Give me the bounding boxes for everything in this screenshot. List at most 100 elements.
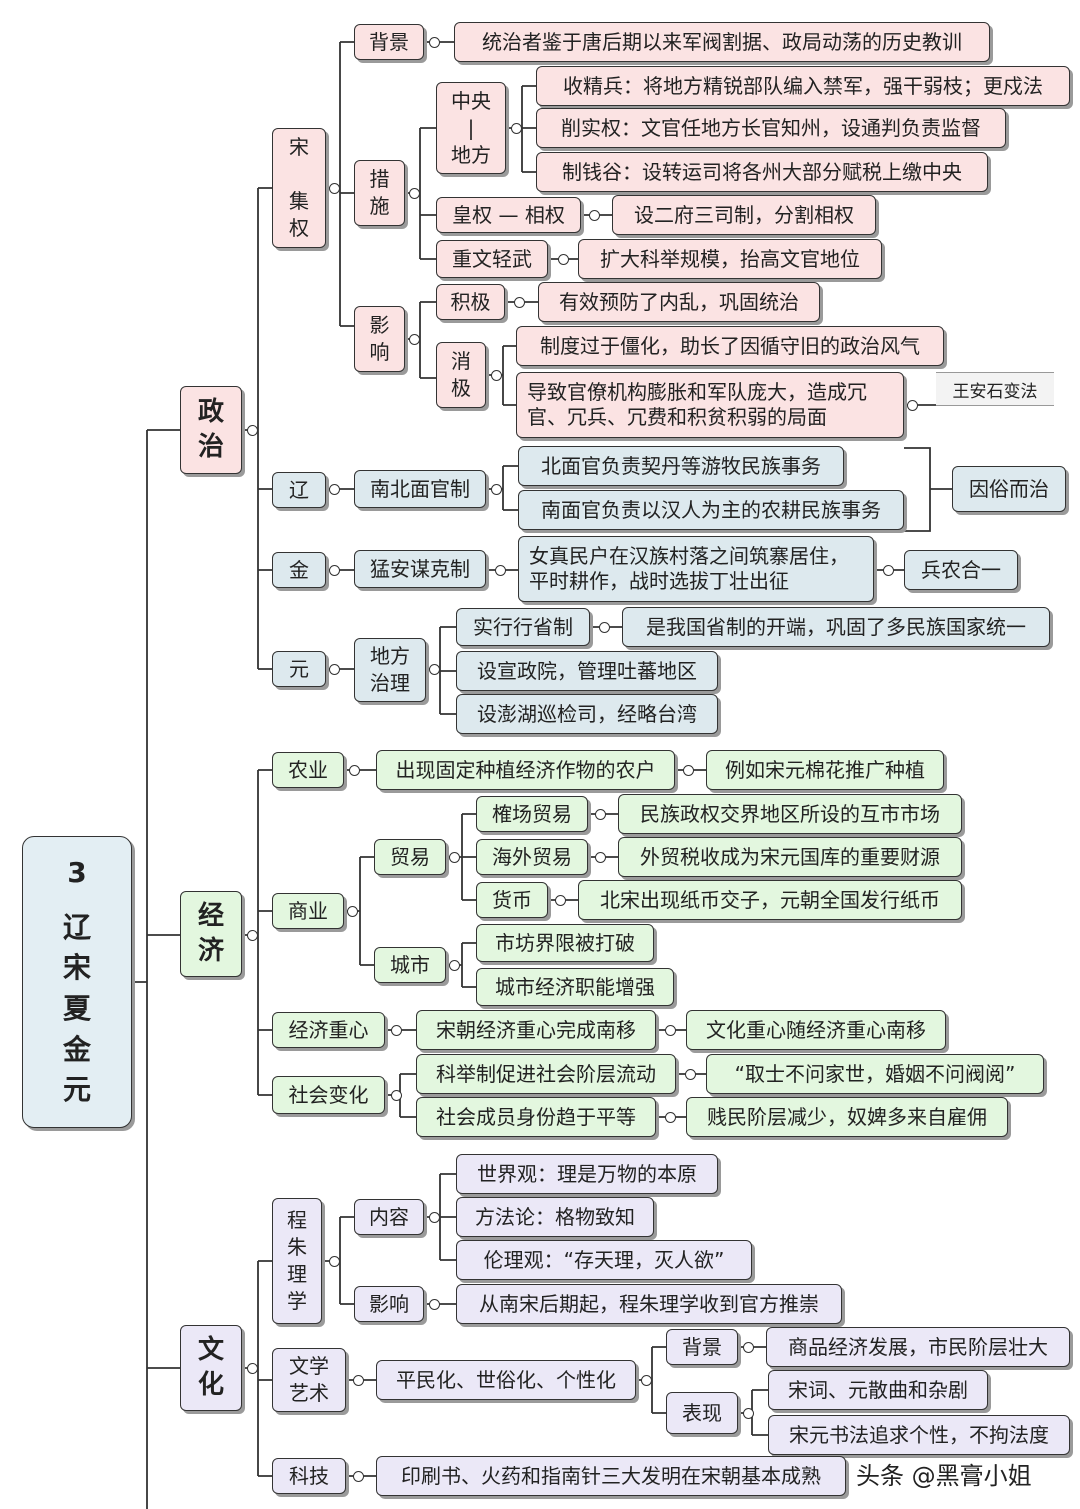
connector-dot — [246, 929, 258, 941]
trade-currency: 货币 — [476, 882, 548, 918]
connector-dot — [390, 1024, 402, 1036]
agriculture-text: 出现固定种植经济作物的农户 — [376, 750, 675, 790]
connector-dot — [490, 369, 502, 381]
city-label: 城市 — [374, 947, 446, 983]
connector-dot — [906, 399, 918, 411]
technology-label: 科技 — [272, 1458, 346, 1494]
connector-dot — [742, 1341, 754, 1353]
yuan-province: 实行行省制 — [456, 608, 590, 646]
connector-dot — [588, 209, 600, 221]
connector-dot — [882, 564, 894, 576]
social-change-equality: 社会成员身份趋于平等 — [416, 1097, 656, 1137]
connector-dot — [352, 1470, 364, 1482]
neo-confucianism-label: 程 朱 理 学 — [272, 1198, 322, 1324]
root-number: 3 — [67, 856, 87, 890]
technology-text: 印刷书、火药和指南针三大发明在宋朝基本成熟 — [376, 1456, 846, 1496]
negative-label: 消 极 — [436, 342, 486, 408]
emperor-chancellor-text: 设二府三司制，分割相权 — [612, 195, 876, 235]
connector-dot — [640, 1374, 652, 1386]
liao-label: 辽 — [272, 472, 326, 508]
social-change-exam: 科举制促进社会阶层流动 — [416, 1054, 676, 1094]
economic-center-text: 宋朝经济重心完成南移 — [416, 1010, 656, 1050]
connector-dot — [390, 1089, 402, 1101]
jin-text: 女真民户在汉族村落之间筑寨居住，平时耕作，战时选拔丁壮出征 — [518, 536, 874, 602]
measure-power: 削实权：文官任地方长官知州，设通判负责监督 — [536, 108, 1006, 148]
connector-dot — [448, 959, 460, 971]
connector-dot — [598, 621, 610, 633]
connector-dot — [594, 851, 606, 863]
city-boundary-broken: 市坊界限被打破 — [476, 924, 654, 962]
positive-label: 积极 — [436, 284, 505, 320]
category-culture: 文 化 — [180, 1325, 242, 1411]
literature-expression-drama: 宋词、元散曲和杂剧 — [768, 1370, 988, 1410]
category-politics: 政 治 — [180, 386, 242, 474]
wang-anshi-reform-note: 王安石变法 — [936, 372, 1054, 406]
connector-dot — [328, 663, 340, 675]
social-change-label: 社会变化 — [272, 1076, 385, 1114]
background-text: 统治者鉴于唐后期以来军阀割据、政局动荡的历史教训 — [454, 22, 990, 62]
connector-dot — [594, 808, 606, 820]
negative-redundant: 导致官僚机构膨胀和军队庞大，造成冗官、冗兵、冗费和积贫积弱的局面 — [516, 372, 904, 438]
measure-troops: 收精兵：将地方精锐部队编入禁军，强干弱枝；更戍法 — [536, 66, 1070, 106]
liao-system: 南北面官制 — [354, 470, 486, 508]
connector-dot — [428, 1298, 440, 1310]
agriculture-label: 农业 — [272, 752, 344, 788]
city-economic-function: 城市经济职能增强 — [476, 968, 674, 1006]
connector-dot — [408, 333, 420, 345]
connector-dot — [348, 764, 360, 776]
lixue-ethics: 伦理观：“存天理，灭人欲” — [456, 1240, 752, 1280]
connector-dot — [664, 1111, 676, 1123]
trade-currency-note: 北宋出现纸币交子，元朝全国发行纸币 — [578, 880, 962, 920]
root-title: 3 辽 宋 夏 金 元 — [22, 836, 132, 1128]
background-label: 背景 — [354, 24, 424, 60]
connector-dot — [428, 36, 440, 48]
connector-dot — [554, 894, 566, 906]
connector-dot — [408, 187, 420, 199]
social-change-exam-note: “取士不问家世，婚姻不问阀阅” — [706, 1054, 1044, 1094]
negative-rigid: 制度过于僵化，助长了因循守旧的政治风气 — [516, 326, 944, 366]
yuan-province-note: 是我国省制的开端，巩固了多民族国家统一 — [622, 607, 1050, 647]
connector-dot — [448, 851, 460, 863]
literature-art-label: 文学 艺术 — [272, 1348, 346, 1412]
connector-dot — [428, 663, 440, 675]
literature-background-text: 商品经济发展，市民阶层壮大 — [766, 1327, 1070, 1367]
connector-dot — [490, 483, 502, 495]
impact-label: 影 响 — [354, 306, 405, 372]
literature-background-label: 背景 — [666, 1329, 738, 1365]
social-change-equality-note: 贱民阶层减少，奴婢多来自雇佣 — [686, 1097, 1008, 1137]
root-label: 辽 宋 夏 金 元 — [62, 910, 91, 1107]
connector-dot — [246, 424, 258, 436]
lixue-content-label: 内容 — [354, 1199, 424, 1235]
connector-dot — [246, 1362, 258, 1374]
measures-label: 措 施 — [354, 160, 405, 226]
liao-summary: 因俗而治 — [952, 466, 1066, 512]
yuan-penghu: 设澎湖巡检司，经略台湾 — [456, 694, 718, 734]
connector-dot — [428, 1211, 440, 1223]
literature-expression-calligraphy: 宋元书法追求个性，不拘法度 — [768, 1415, 1070, 1455]
song-centralization: 宋 集 权 — [272, 128, 326, 248]
connector-dot — [513, 296, 525, 308]
jin-system: 猛安谋克制 — [354, 550, 486, 588]
trade-label: 贸易 — [374, 839, 446, 875]
connector-dot — [510, 122, 522, 134]
economic-center-label: 经济重心 — [272, 1012, 385, 1048]
literature-expression-label: 表现 — [666, 1392, 738, 1434]
emperor-chancellor-label: 皇权 — 相权 — [436, 197, 581, 233]
civil-over-military-text: 扩大科举规模，抬高文官地位 — [578, 239, 882, 279]
trade-border-market: 榷场贸易 — [476, 796, 588, 832]
literature-art-text: 平民化、世俗化、个性化 — [376, 1360, 636, 1400]
commerce-label: 商业 — [272, 893, 344, 929]
connector-dot — [328, 182, 340, 194]
civil-over-military-label: 重文轻武 — [436, 240, 548, 278]
trade-overseas-note: 外贸税收成为宋元国库的重要财源 — [618, 837, 962, 877]
connector-dot — [328, 564, 340, 576]
jin-label: 金 — [272, 552, 326, 588]
liao-north-officials: 北面官负责契丹等游牧民族事务 — [518, 446, 844, 486]
trade-overseas: 海外贸易 — [476, 839, 588, 875]
lixue-methodology: 方法论：格物致知 — [456, 1197, 654, 1237]
lixue-impact-text: 从南宋后期起，程朱理学收到官方推崇 — [456, 1284, 842, 1324]
connector-dot — [557, 253, 569, 265]
yuan-local-governance: 地方 治理 — [354, 638, 426, 702]
connector-dot — [328, 483, 340, 495]
lixue-impact-label: 影响 — [354, 1286, 424, 1322]
